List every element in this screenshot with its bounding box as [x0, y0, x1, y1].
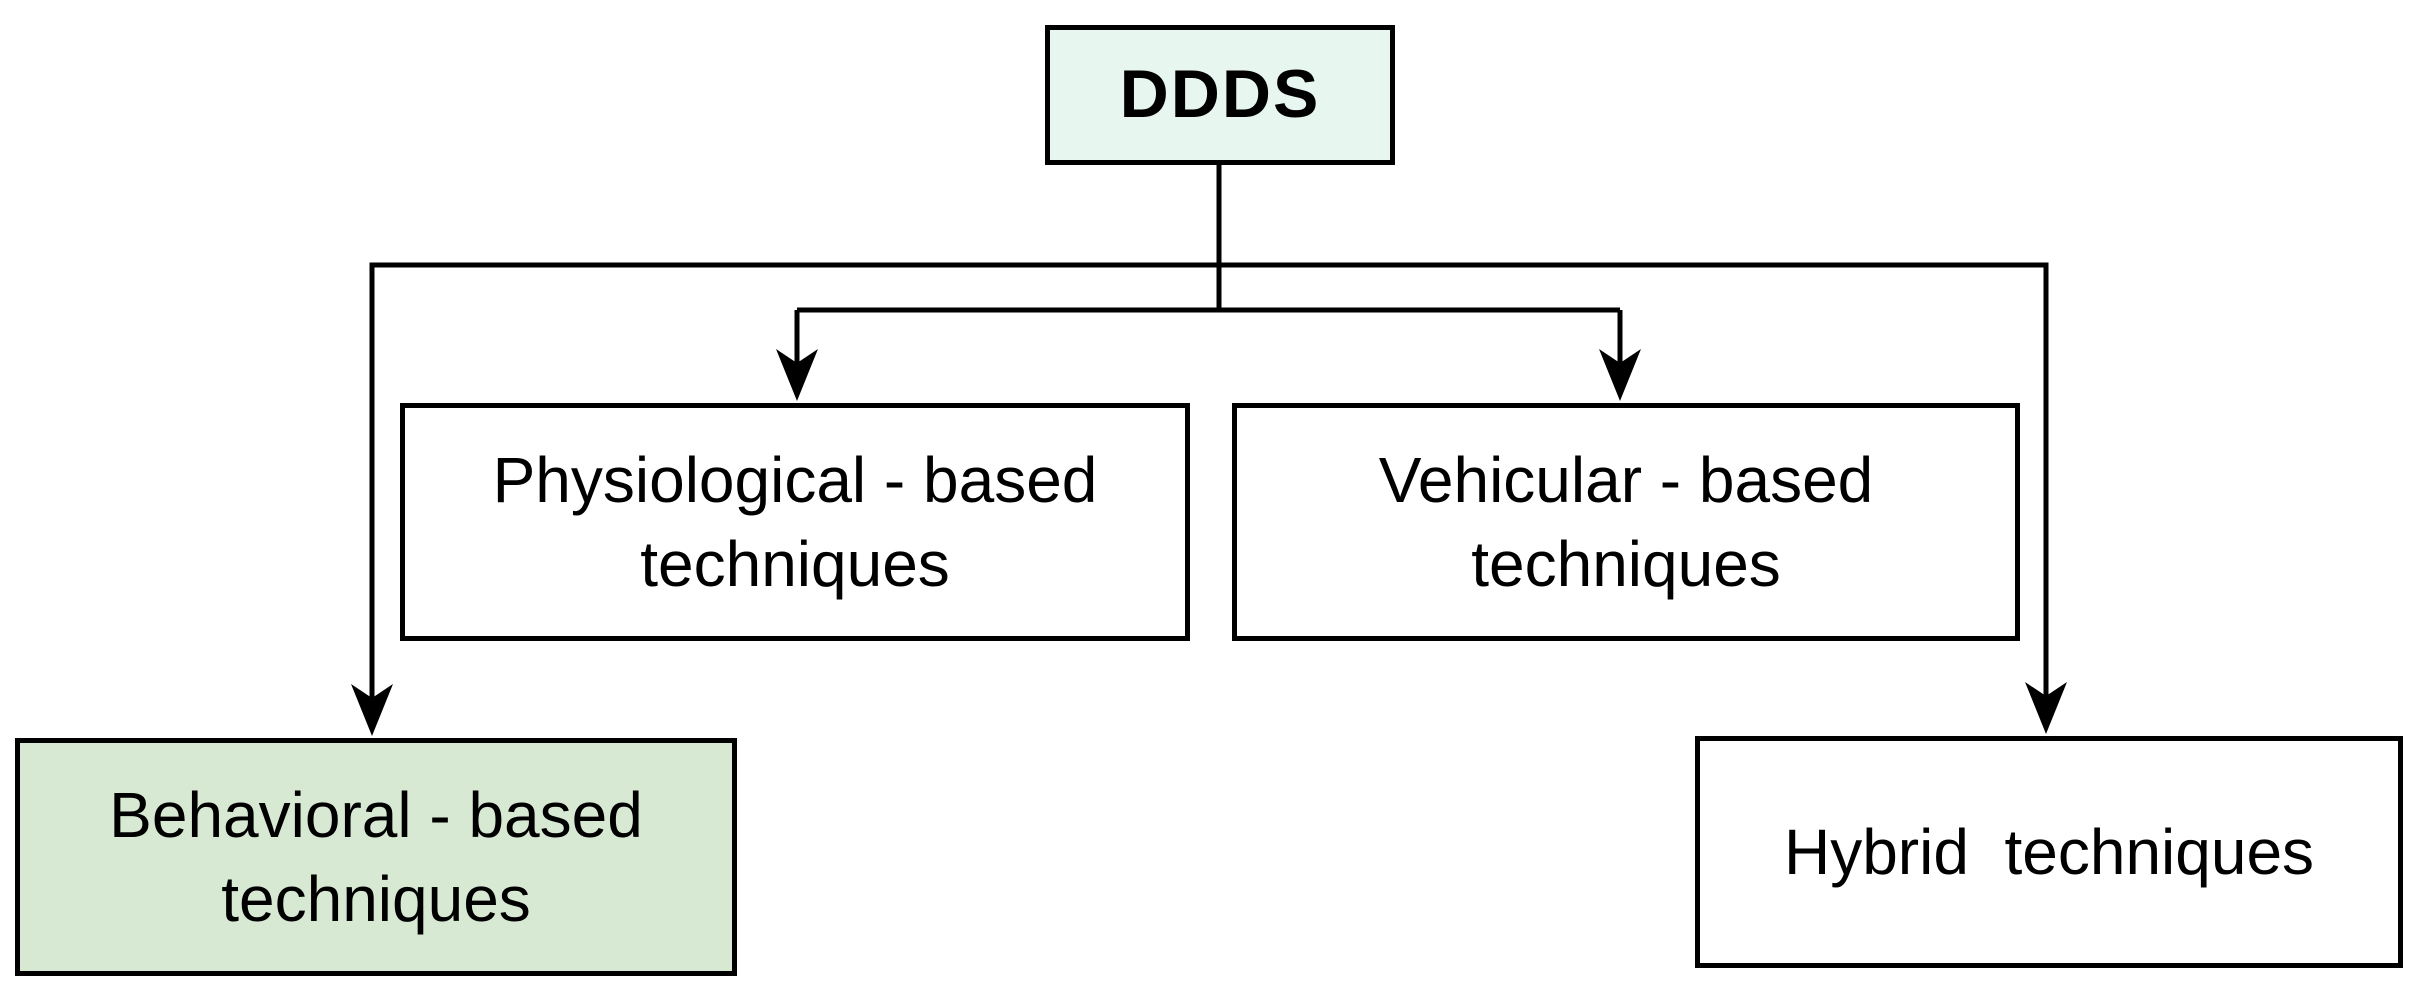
node-vehicular-label: Vehicular - based techniques: [1378, 443, 1874, 600]
node-behavioral-label: Behavioral - based techniques: [109, 778, 643, 935]
node-physiological: Physiological - based techniques: [400, 403, 1190, 641]
arrowhead-vehicular: [1599, 349, 1641, 401]
node-hybrid: Hybrid techniques: [1695, 736, 2403, 968]
node-ddds: DDDS: [1045, 25, 1395, 165]
arrowhead-physiological: [776, 349, 818, 401]
node-physiological-label: Physiological - based techniques: [492, 443, 1098, 600]
node-ddds-label: DDDS: [1119, 56, 1321, 133]
arrowhead-hybrid: [2025, 682, 2067, 734]
arrowhead-behavioral: [351, 684, 393, 736]
node-behavioral: Behavioral - based techniques: [15, 738, 737, 976]
node-hybrid-label: Hybrid techniques: [1783, 815, 2315, 888]
node-vehicular: Vehicular - based techniques: [1232, 403, 2020, 641]
